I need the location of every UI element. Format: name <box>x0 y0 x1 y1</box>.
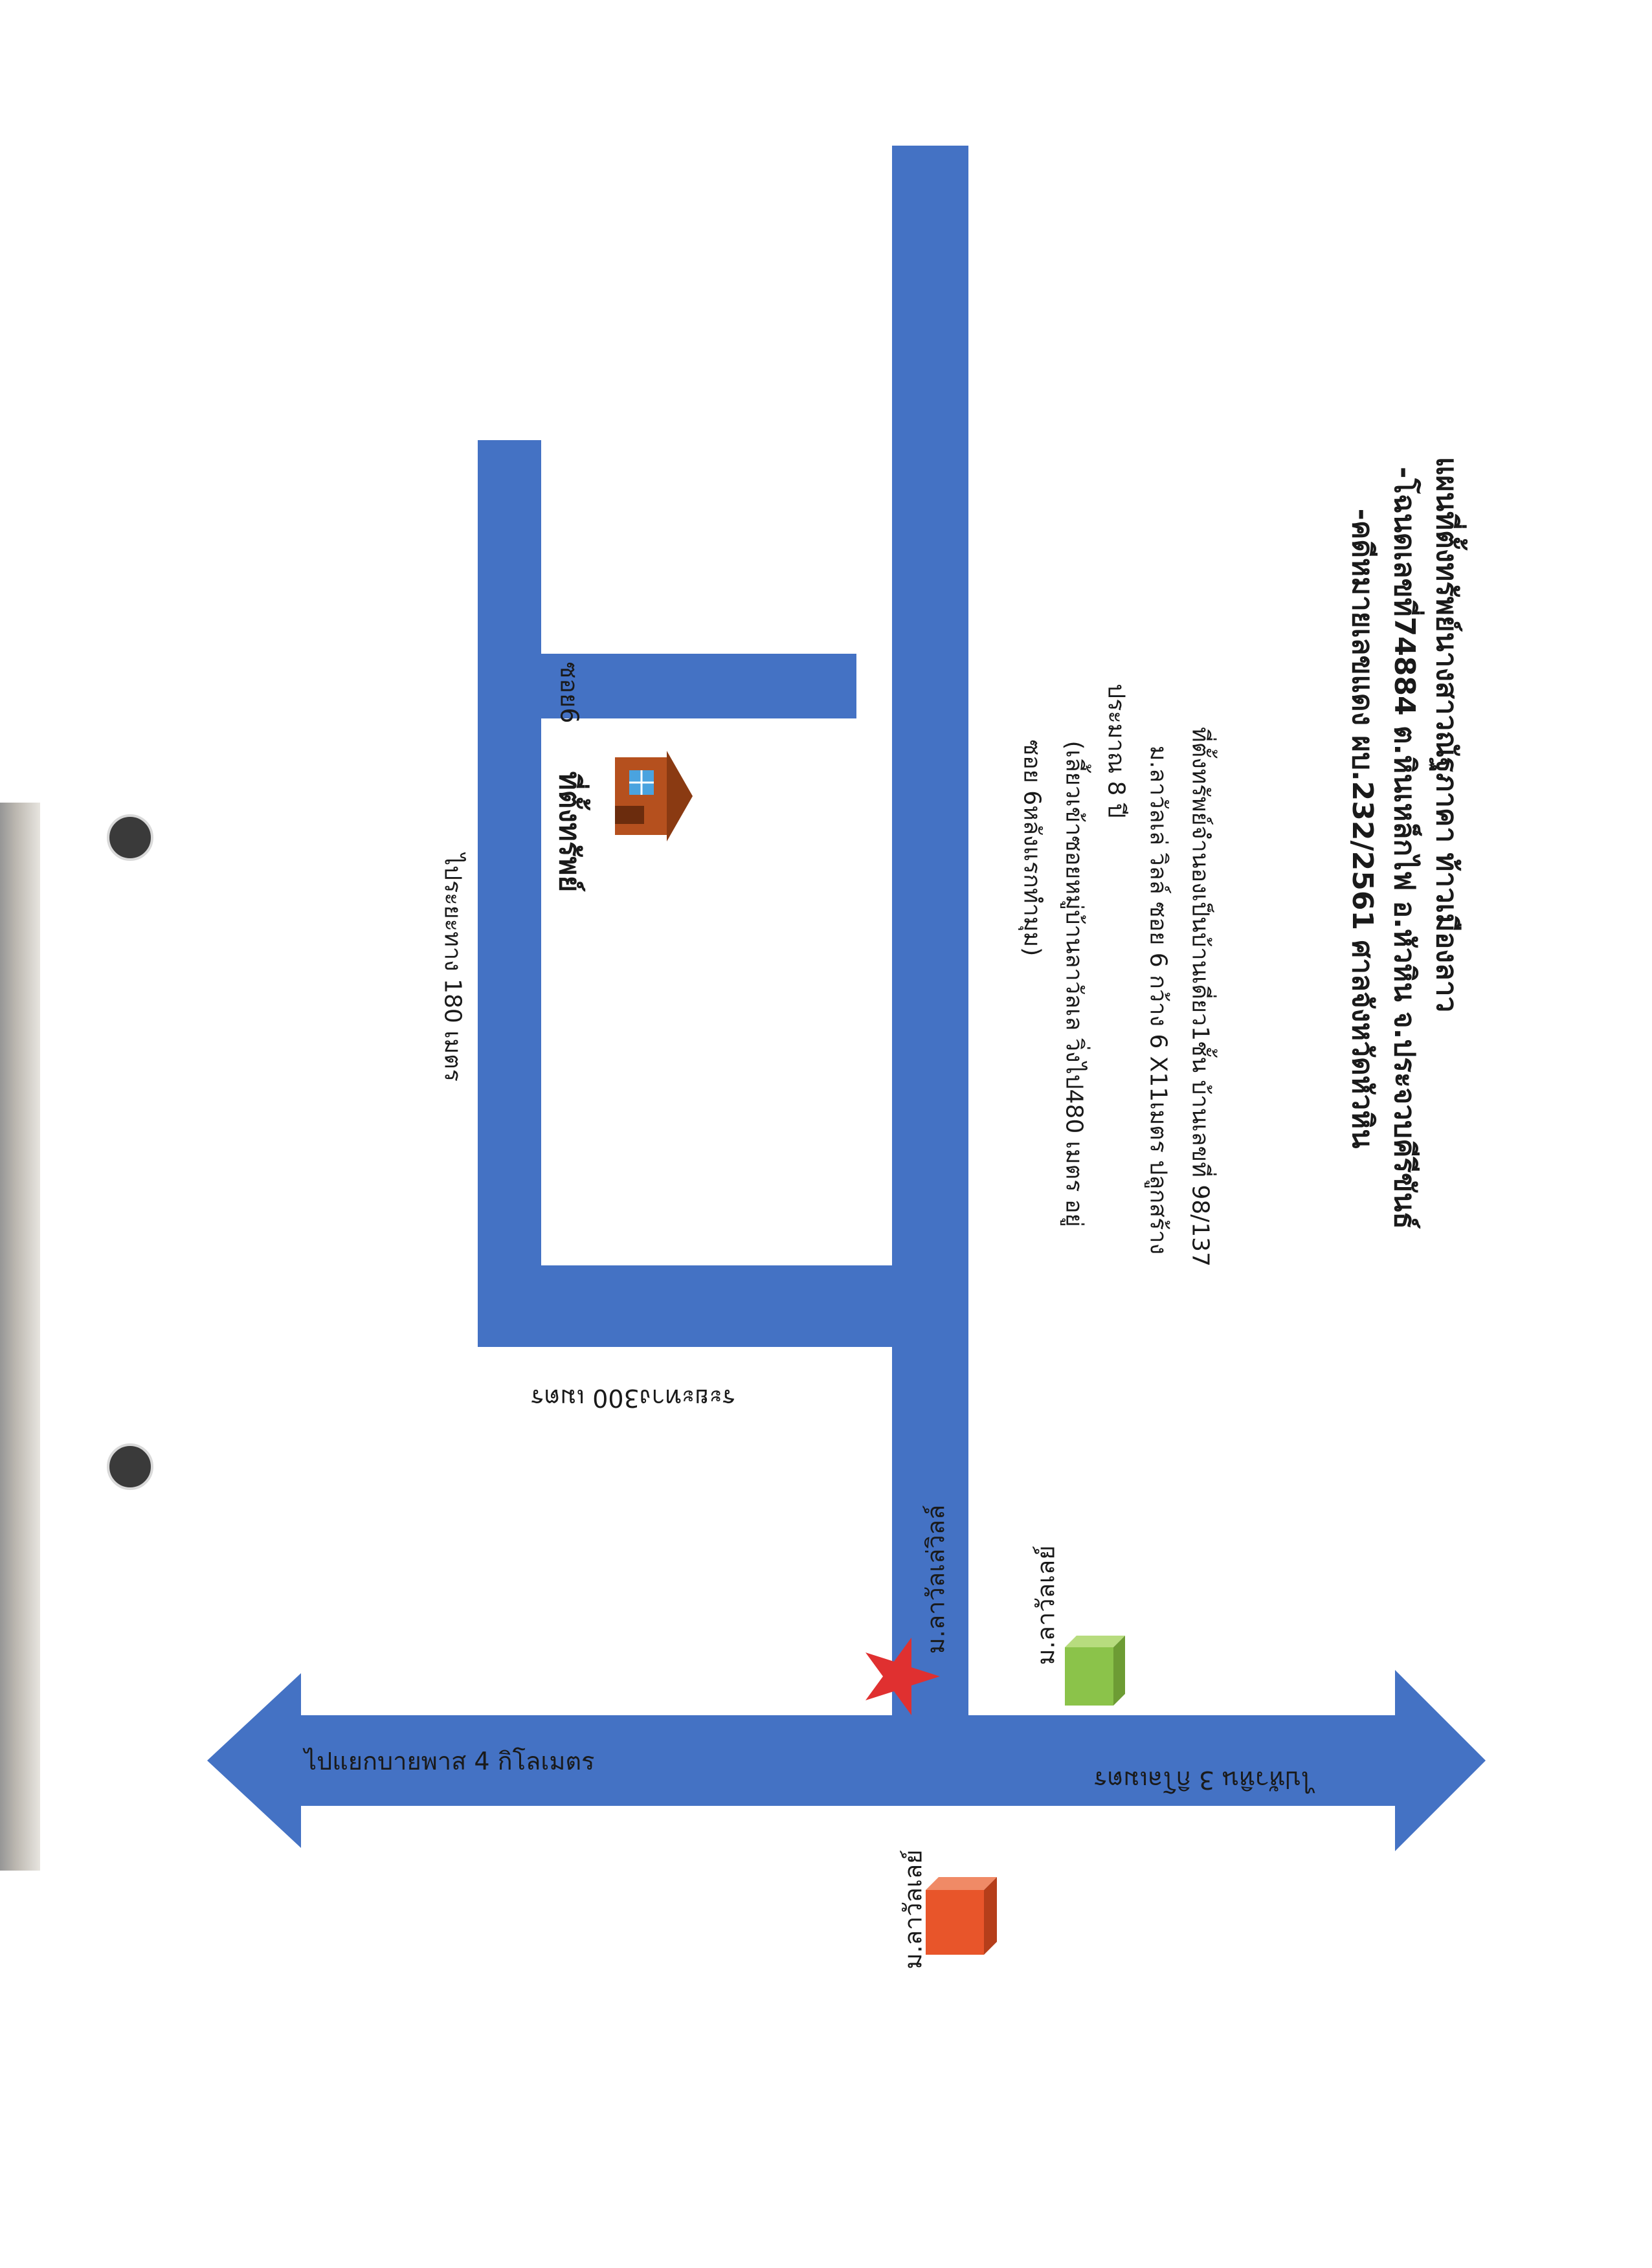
house-icon <box>615 751 693 841</box>
distance-180-label: ไประยะทาง 180 เมตร <box>439 854 466 1082</box>
orange-village-box <box>926 1877 997 1955</box>
green-village-box <box>1065 1636 1125 1706</box>
road-300m <box>478 1265 968 1347</box>
soi-6-road <box>478 654 856 718</box>
highway-shape <box>207 1670 1486 1851</box>
soi-6-label: ซอย6 <box>555 662 584 724</box>
star-marker <box>865 1638 940 1715</box>
property-label: ที่ตั้งทรัพย์ <box>553 771 586 893</box>
main-road <box>892 146 968 1803</box>
village-orange-label: ม.ลาวัลเลย์ <box>899 1849 928 1970</box>
distance-300-label: ระยะทาง300 เมตร <box>531 1384 736 1412</box>
village-ville-label: ม.ลาวัลเล่วิลล์ <box>921 1504 950 1654</box>
punch-hole-top <box>107 814 153 861</box>
to-huahin-label: ไปหัวหิน 3 กิโลเมตร <box>1094 1766 1313 1794</box>
punch-hole-bottom <box>107 1443 153 1490</box>
village-green-label: ม.ลาวัลเลย์ <box>1031 1545 1060 1665</box>
to-bypass-label: ไปแยกบายพาส 4 กิโลเมตร <box>304 1747 595 1775</box>
road-180m <box>478 440 541 1346</box>
scan-edge-strip <box>0 803 40 1871</box>
